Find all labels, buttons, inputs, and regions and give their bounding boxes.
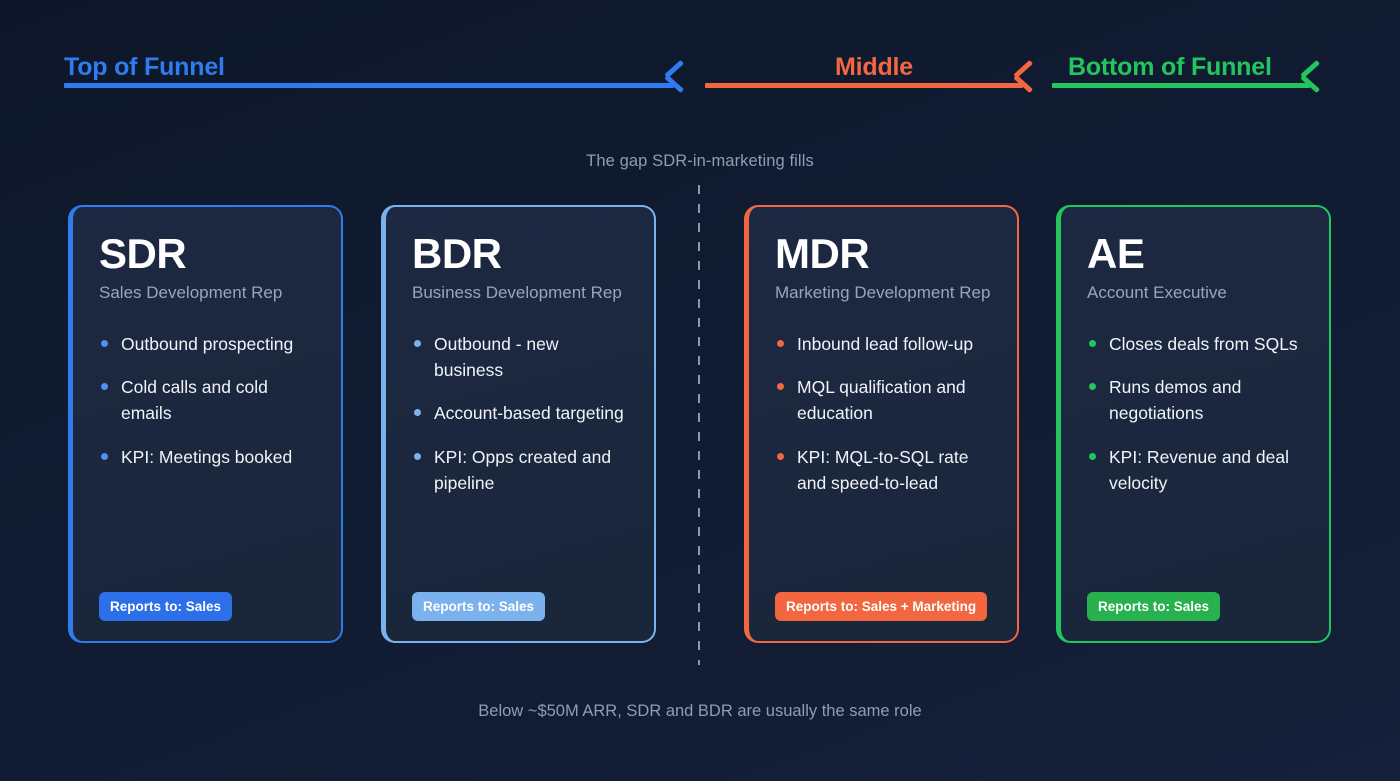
- funnel-segment-bottom-line: [1052, 83, 1310, 88]
- bullet-dot-icon: [101, 339, 108, 347]
- role-title: Sales Development Rep: [99, 283, 283, 302]
- bullet-dot-icon: [1089, 383, 1096, 391]
- bullet-dot-icon: [1089, 339, 1096, 347]
- list-item-label: Account-based targeting: [434, 403, 624, 424]
- list-item: Account-based targeting: [412, 400, 630, 426]
- role-bullet-list: Outbound - new business Account-based ta…: [412, 331, 630, 592]
- bullet-dot-icon: [414, 452, 421, 460]
- funnel-segment-top: Top of Funnel: [64, 42, 702, 102]
- bullet-dot-icon: [101, 383, 108, 391]
- list-item: Runs demos and negotiations: [1087, 374, 1305, 427]
- list-item: Outbound prospecting: [99, 331, 317, 357]
- funnel-segment-bottom: Bottom of Funnel: [1052, 42, 1337, 102]
- role-title: Marketing Development Rep: [775, 283, 991, 302]
- funnel-segment-top-label: Top of Funnel: [64, 53, 225, 81]
- role-bullet-list: Outbound prospecting Cold calls and cold…: [99, 331, 317, 592]
- list-item: KPI: Revenue and deal velocity: [1087, 444, 1305, 497]
- arrow-right-icon: [666, 70, 696, 100]
- list-item: KPI: Meetings booked: [99, 444, 317, 470]
- bullet-dot-icon: [777, 383, 784, 391]
- list-item: Inbound lead follow-up: [775, 331, 993, 357]
- role-cards: SDR Sales Development Rep Outbound prosp…: [0, 205, 1400, 643]
- list-item-label: Inbound lead follow-up: [797, 333, 974, 354]
- reports-to-badge: Reports to: Sales: [99, 592, 233, 621]
- reports-to-badge: Reports to: Sales: [412, 592, 546, 621]
- list-item-label: Closes deals from SQLs: [1109, 333, 1298, 354]
- funnel-segment-bottom-label: Bottom of Funnel: [1068, 53, 1272, 81]
- list-item-label: Runs demos and negotiations: [1109, 377, 1242, 424]
- dashed-divider: [698, 185, 700, 665]
- role-title: Account Executive: [1087, 283, 1227, 302]
- gap-caption: The gap SDR-in-marketing fills: [586, 152, 814, 170]
- role-code: AE: [1087, 230, 1145, 277]
- list-item: KPI: Opps created and pipeline: [412, 444, 630, 497]
- role-card-mdr: MDR Marketing Development Rep Inbound le…: [744, 205, 1019, 643]
- list-item-label: Cold calls and cold emails: [121, 377, 268, 424]
- bullet-dot-icon: [777, 452, 784, 460]
- list-item-label: Outbound - new business: [434, 333, 559, 381]
- reports-to-badge: Reports to: Sales: [1087, 592, 1221, 621]
- list-item-label: Outbound prospecting: [121, 333, 294, 354]
- role-title: Business Development Rep: [412, 283, 622, 302]
- funnel-segment-middle-line: [705, 83, 1023, 88]
- list-item-label: MQL qualification and education: [797, 377, 966, 424]
- list-item: Cold calls and cold emails: [99, 374, 317, 427]
- funnel-stage-bar: Top of Funnel Middle Bottom of Funnel: [0, 0, 1400, 130]
- role-card-sdr: SDR Sales Development Rep Outbound prosp…: [68, 205, 343, 643]
- funnel-segment-middle-label: Middle: [835, 53, 913, 81]
- bullet-dot-icon: [414, 409, 421, 417]
- list-item-label: KPI: Opps created and pipeline: [434, 446, 612, 493]
- bullet-dot-icon: [777, 339, 784, 347]
- list-item: Closes deals from SQLs: [1087, 331, 1305, 357]
- arrow-right-icon: [1302, 70, 1332, 100]
- list-item-label: KPI: Meetings booked: [121, 446, 293, 467]
- role-bullet-list: Closes deals from SQLs Runs demos and ne…: [1087, 331, 1305, 592]
- footnote: Below ~$50M ARR, SDR and BDR are usually…: [478, 702, 922, 720]
- funnel-segment-top-line: [64, 83, 674, 88]
- bullet-dot-icon: [1089, 452, 1096, 460]
- bullet-dot-icon: [414, 339, 421, 347]
- list-item: Outbound - new business: [412, 331, 630, 384]
- list-item-label: KPI: Revenue and deal velocity: [1109, 446, 1289, 493]
- list-item: MQL qualification and education: [775, 374, 993, 427]
- reports-to-badge: Reports to: Sales + Marketing: [775, 592, 988, 621]
- list-item: KPI: MQL-to-SQL rate and speed-to-lead: [775, 444, 993, 497]
- funnel-segment-middle: Middle: [705, 42, 1050, 102]
- list-item-label: KPI: MQL-to-SQL rate and speed-to-lead: [797, 446, 969, 493]
- bullet-dot-icon: [101, 452, 108, 460]
- role-code: SDR: [99, 230, 187, 277]
- role-bullet-list: Inbound lead follow-up MQL qualification…: [775, 331, 993, 592]
- role-card-ae: AE Account Executive Closes deals from S…: [1056, 205, 1331, 643]
- role-card-bdr: BDR Business Development Rep Outbound - …: [381, 205, 656, 643]
- role-code: MDR: [775, 230, 870, 277]
- arrow-right-icon: [1015, 70, 1045, 100]
- role-code: BDR: [412, 230, 502, 277]
